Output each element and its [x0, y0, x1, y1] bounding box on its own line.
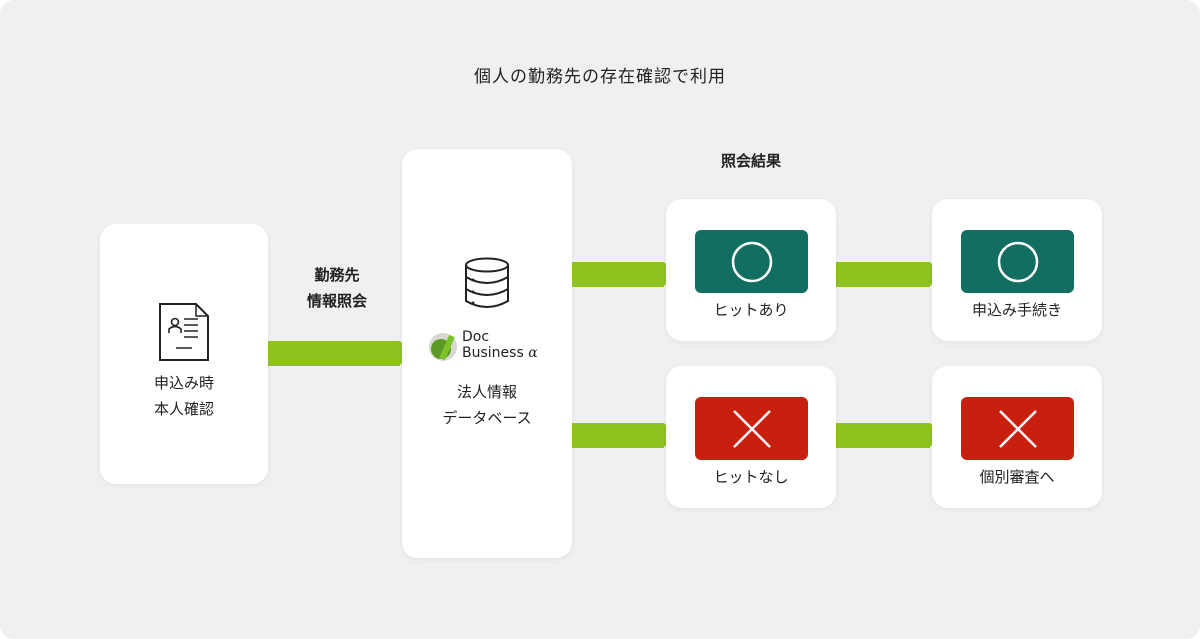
arrow-review [836, 423, 942, 448]
result-nohit-card: ヒットなし [666, 366, 836, 508]
outcome-review-card: 個別審査へ [932, 366, 1102, 508]
query-label-line2: 情報照会 [306, 292, 367, 310]
source-line1: 申込み時 [153, 374, 214, 392]
outcome-review-text: 個別審査へ [979, 468, 1055, 486]
arrow-query [268, 341, 412, 366]
cross-icon [695, 397, 808, 460]
outcome-proceed-card: 申込み手続き [932, 199, 1102, 341]
results-label: 照会結果 [720, 152, 781, 170]
query-label-line1: 勤務先 [314, 266, 360, 284]
source-line2: 本人確認 [153, 400, 214, 418]
database-icon [465, 257, 509, 308]
circle-icon [961, 230, 1074, 293]
circle-icon [695, 230, 808, 293]
arrow-nohit [572, 423, 676, 448]
diagram-title: 個人の勤務先の存在確認で利用 [474, 67, 726, 87]
arrow-hit [572, 262, 676, 287]
arrow-proceed [836, 262, 942, 287]
database-line2: データベース [442, 409, 532, 427]
result-nohit-text: ヒットなし [713, 468, 789, 486]
result-hit-text: ヒットあり [713, 301, 789, 319]
source-card: 申込み時 本人確認 [100, 224, 268, 484]
cross-icon [961, 397, 1074, 460]
result-hit-card: ヒットあり [666, 199, 836, 341]
outcome-proceed-text: 申込み手続き [971, 301, 1062, 319]
document-person-icon [159, 303, 209, 361]
database-line1: 法人情報 [456, 383, 517, 401]
